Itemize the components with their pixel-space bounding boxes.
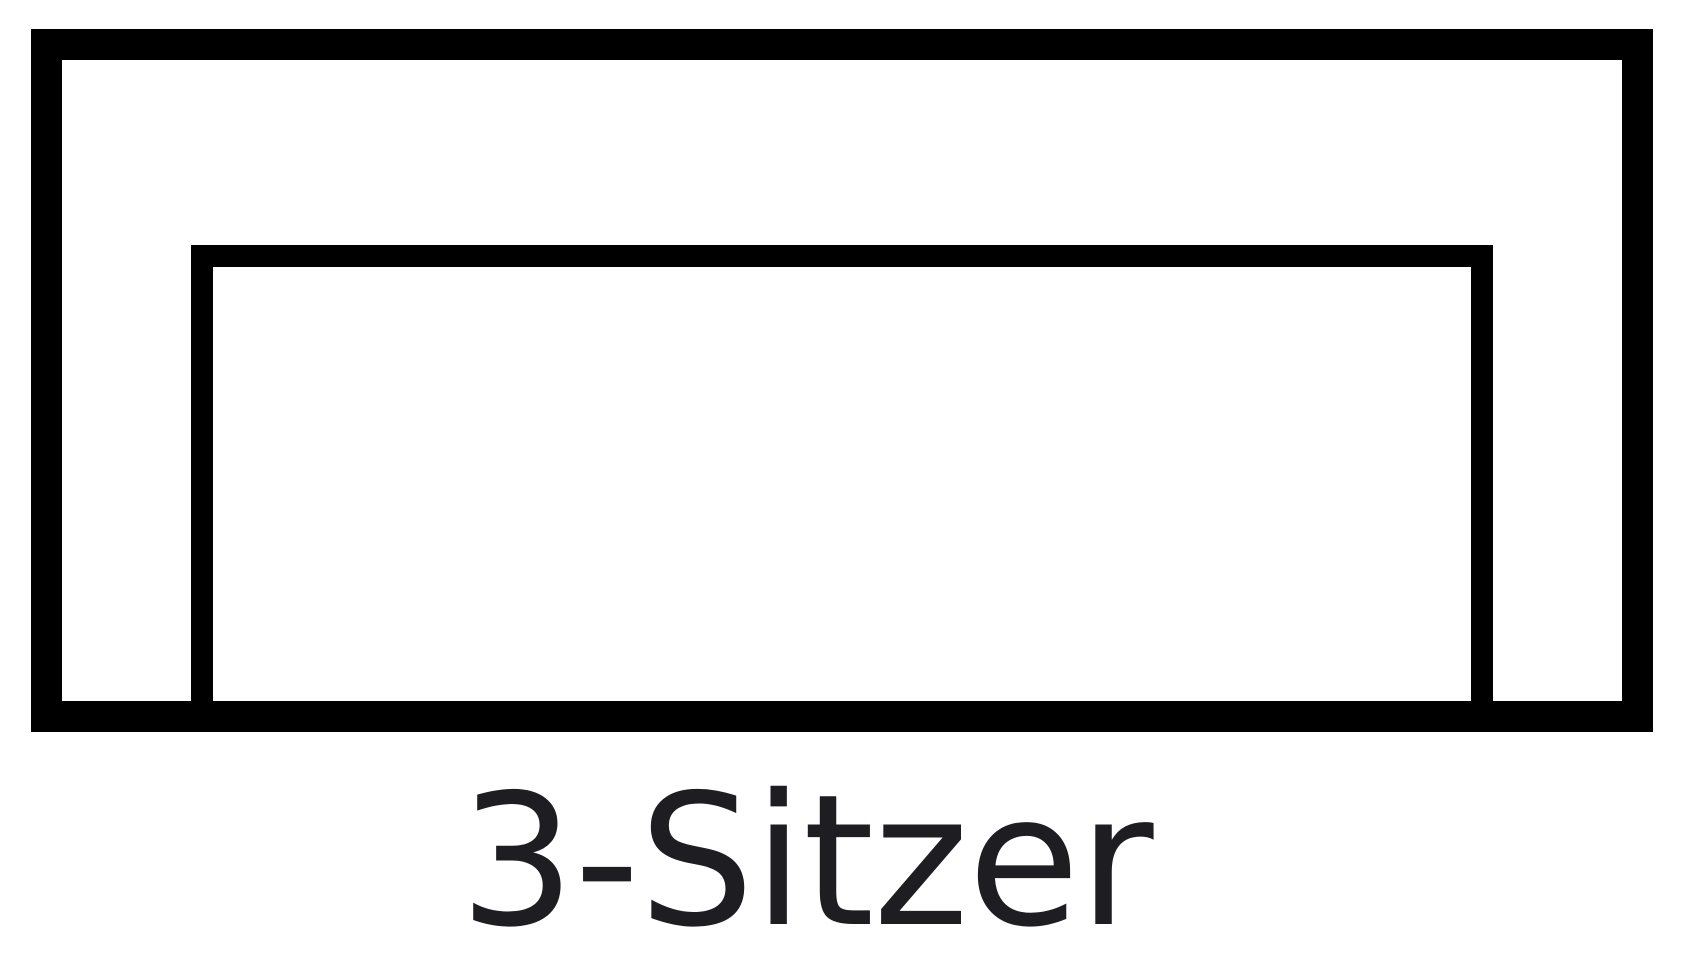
sofa-seat-outline	[191, 245, 1493, 732]
sofa-body-outline	[31, 29, 1653, 732]
